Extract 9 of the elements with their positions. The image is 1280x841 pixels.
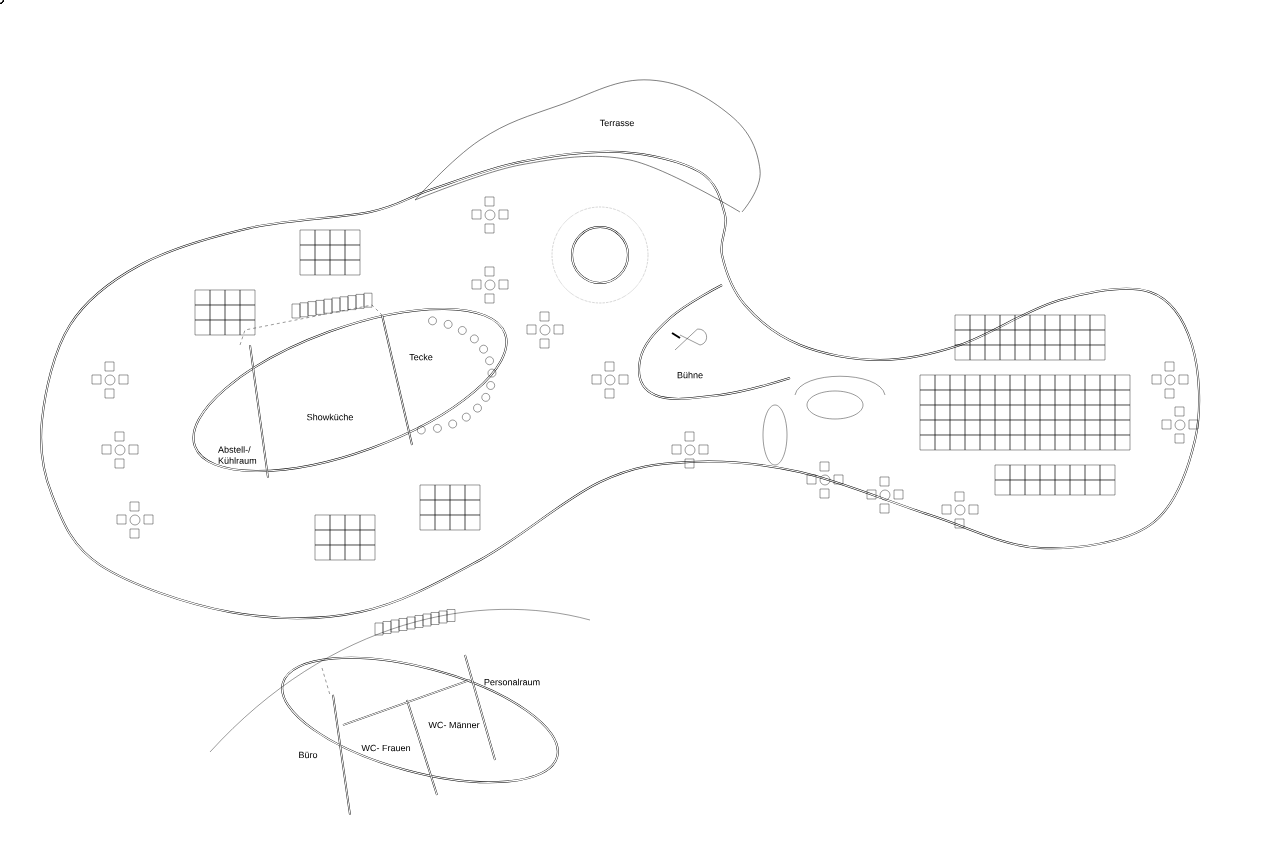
room-label: Personalraum	[484, 678, 540, 686]
room-label: Bühne	[677, 371, 703, 379]
room-label: Tecke	[409, 353, 433, 361]
room-label: Abstell-/ Kühlraum	[218, 446, 257, 464]
room-label: Showküche	[307, 413, 353, 421]
room-label: Terrasse	[599, 119, 634, 127]
room-label: Büro	[299, 751, 318, 759]
room-label: WC- Frauen	[361, 744, 410, 752]
room-label: WC- Männer	[428, 721, 480, 729]
